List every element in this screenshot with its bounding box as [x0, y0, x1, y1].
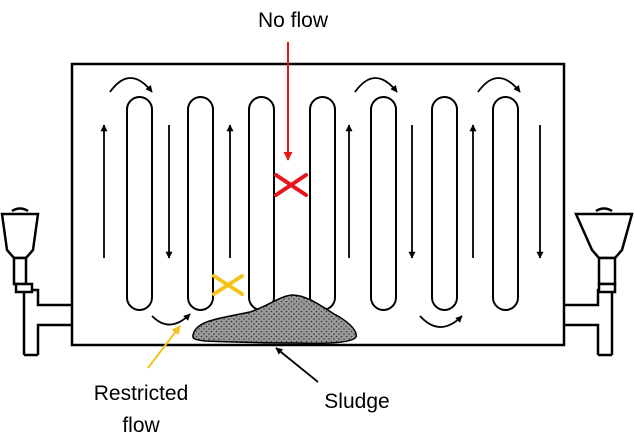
- restricted-flow-pointer: [147, 325, 181, 369]
- sludge-pointer: [275, 347, 319, 383]
- flow-arrows-vertical: [100, 124, 544, 259]
- channel: [431, 96, 458, 311]
- flow-arrow-curve: [419, 315, 463, 328]
- flow-arrow-curve: [151, 313, 191, 326]
- channel: [126, 96, 153, 311]
- channel: [370, 96, 397, 311]
- left-pipe: [22, 288, 72, 357]
- no-flow-marker: [274, 173, 308, 197]
- channel: [187, 96, 214, 311]
- flow-arrows-top: [109, 77, 521, 93]
- flow-arrow-curve: [109, 77, 153, 93]
- sludge-deposit: [192, 294, 357, 345]
- flow-arrow-curve: [354, 77, 398, 93]
- channel: [492, 96, 519, 311]
- radiator-channels: [126, 96, 519, 311]
- sludge-label: Sludge: [324, 390, 389, 413]
- valve-icon: [574, 207, 634, 294]
- valve-icon: [0, 207, 40, 294]
- flow-arrows-bottom: [151, 313, 463, 328]
- restricted-flow-marker: [212, 274, 244, 296]
- right-pipe: [564, 288, 614, 357]
- channel: [248, 96, 275, 311]
- flow-arrow-curve: [477, 77, 521, 93]
- no-flow-label: No flow: [258, 9, 329, 32]
- restricted-flow-label-line1: Restricted: [94, 382, 189, 405]
- channel: [309, 96, 336, 311]
- restricted-flow-label-line2: flow: [122, 414, 160, 437]
